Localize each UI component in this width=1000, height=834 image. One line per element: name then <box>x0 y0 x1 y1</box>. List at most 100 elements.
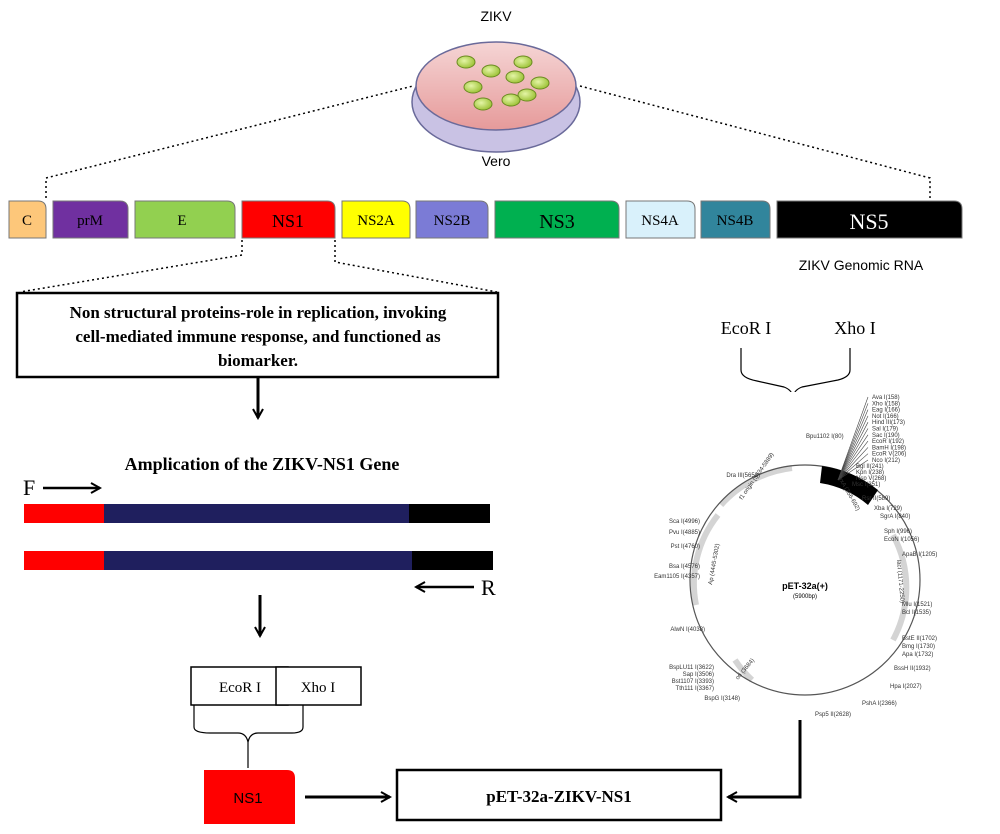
plaque <box>501 93 521 107</box>
insert-digestion: EcoR I Xho I <box>190 666 362 768</box>
segment-label: NS4B <box>717 213 754 229</box>
restriction-site-label: Bgl II(241) <box>856 464 884 470</box>
plaque <box>456 55 476 69</box>
site-leader-line <box>837 447 869 481</box>
restriction-site-label: Tth111 I(3367) <box>676 686 714 692</box>
description-line2: cell-mediated immune response, and funct… <box>75 327 441 346</box>
amplicon-strand-1 <box>24 504 490 523</box>
plaque <box>463 80 483 94</box>
segment-label: NS4A <box>641 213 679 229</box>
segment-label: prM <box>77 213 103 229</box>
restriction-site-label: Kpn I(238) <box>856 470 884 476</box>
restriction-site-label: Dra III(5658) <box>726 473 760 479</box>
plaque <box>530 76 550 90</box>
left-site-labels: Bpu1102 I(80)Dra III(5658)Sca I(4996)Pvu… <box>654 434 844 702</box>
restriction-site-label: Hind III(173) <box>872 420 905 426</box>
restriction-site-label: BspG I(3148) <box>704 696 740 702</box>
xhoi-box <box>275 666 362 706</box>
ns1-insert: NS1 <box>204 770 295 824</box>
restriction-site-label: Bsa I(4576) <box>669 564 700 570</box>
genome-map: C prM E NS1 NS2A NS2B NS3 NS4A <box>8 200 963 273</box>
restriction-site-label: AlwN I(4038) <box>670 627 705 633</box>
segment-label: C <box>22 213 32 229</box>
restriction-site-label: Pvu I(4885) <box>669 530 700 536</box>
feature-laci: lacI (1171-2250) <box>895 560 905 604</box>
segment-c: C <box>8 200 47 239</box>
petri-dish: ZIKV Vero <box>411 8 581 169</box>
vector-digestion-bracket <box>740 348 851 398</box>
site-leader-line <box>837 434 869 481</box>
site-leader-line <box>837 453 869 481</box>
forward-primer-label: F <box>23 475 35 500</box>
right-site-labels: Bgl II(241)Kpn I(238)Nsp V(268)Msc I(351… <box>815 464 937 718</box>
restriction-site-label: Mlu I(1521) <box>902 602 932 608</box>
amplification-panel: Amplication of the ZIKV-NS1 Gene F R <box>23 454 496 600</box>
segment-label: NS5 <box>849 209 888 234</box>
amplicon-strand-2 <box>24 551 493 570</box>
site-leader-line <box>837 396 869 481</box>
ligation-arrow-right <box>728 720 802 797</box>
plaque <box>505 70 525 84</box>
restriction-site-label: EcoR V(206) <box>872 452 906 458</box>
plasmid-map: pET-32a(+) (5900bp) f1 origin (5434-5889… <box>638 392 988 719</box>
restriction-site-label: Bst1107 I(3393) <box>672 679 714 685</box>
ecori-label: EcoR I <box>219 680 261 696</box>
site-leader-line <box>837 459 869 481</box>
restriction-site-label: ApaB I(1205) <box>902 552 937 558</box>
cell-line-label: Vero <box>482 153 511 169</box>
restriction-site-label: Bmg I(1730) <box>902 644 935 650</box>
amplification-title: Amplication of the ZIKV-NS1 Gene <box>125 454 400 474</box>
restriction-site-label: EcoR I(192) <box>872 439 904 445</box>
plaque <box>513 55 533 69</box>
segment-e: E <box>134 200 236 239</box>
segment-label: NS3 <box>539 211 575 233</box>
genome-caption: ZIKV Genomic RNA <box>799 257 924 273</box>
dish-connectors <box>45 85 931 198</box>
reverse-primer-label: R <box>481 575 496 600</box>
segment-label: NS2A <box>357 213 395 229</box>
product-label: pET-32a-ZIKV-NS1 <box>486 787 631 806</box>
segment-ns5: NS5 <box>776 200 963 239</box>
site-leader-line <box>837 403 869 481</box>
segment-label: E <box>177 213 186 229</box>
restriction-site-label: SgrA I(840) <box>880 514 910 520</box>
restriction-site-label: BstE II(1702) <box>902 636 937 642</box>
restriction-site-label: BssH II(1932) <box>894 666 931 672</box>
restriction-site-label: Rsr II(589) <box>862 496 890 502</box>
ns1-connectors <box>19 240 498 293</box>
segment-ns4a: NS4A <box>625 200 696 239</box>
restriction-site-label: EcoN I(1056) <box>884 537 919 543</box>
restriction-site-label: Bcl I(1535) <box>902 610 931 616</box>
restriction-site-label: Ava I(158) <box>872 395 900 401</box>
restriction-site-label: Eam1105 I(4357) <box>654 574 700 580</box>
description-line3: biomarker. <box>218 351 298 370</box>
segment-ns2a: NS2A <box>341 200 411 239</box>
plaque <box>473 97 493 111</box>
plasmid-backbone <box>689 464 921 696</box>
vector-xhoi-label: Xho I <box>834 318 876 338</box>
restriction-site-label: Nsp V(268) <box>856 476 886 482</box>
restriction-site-label: Sph I(996) <box>884 529 912 535</box>
segment-label: NS1 <box>272 211 304 231</box>
restriction-site-label: Psp5 II(2628) <box>815 712 851 718</box>
mcs-site-lines <box>837 396 869 481</box>
site-leader-line <box>837 440 869 481</box>
site-leader-line <box>837 409 869 481</box>
virus-plaques <box>456 55 550 111</box>
insert-label: NS1 <box>233 790 262 807</box>
virus-label: ZIKV <box>480 8 512 24</box>
restriction-site-label: Sap I(3506) <box>683 672 714 678</box>
description-line1: Non structural proteins-role in replicat… <box>70 303 447 322</box>
restriction-site-label: Xho I(158) <box>872 401 900 407</box>
segment-label: NS2B <box>434 213 471 229</box>
trxa-feature-arrow <box>820 466 878 505</box>
product-box: pET-32a-ZIKV-NS1 <box>395 768 723 822</box>
restriction-site-label: PshA I(2366) <box>862 701 897 707</box>
description-box: Non structural proteins-role in replicat… <box>15 291 500 379</box>
plasmid-size: (5900bp) <box>793 594 817 600</box>
restriction-site-label: Not I(166) <box>872 414 899 420</box>
restriction-site-label: Pst I(4760) <box>671 544 700 550</box>
plaque <box>517 88 537 102</box>
plasmid-name: pET-32a(+) <box>782 581 828 591</box>
